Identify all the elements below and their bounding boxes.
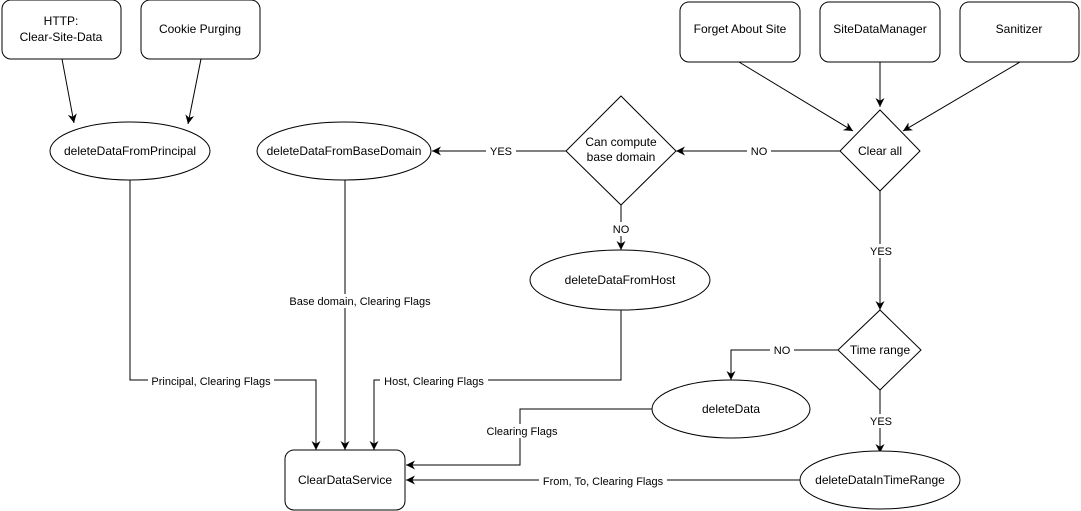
node-label: deleteDataFromPrincipal [64, 144, 196, 158]
label-base-domain-flags: Base domain, Clearing Flags [289, 296, 431, 308]
node-can-compute-base-domain: Can compute base domain [565, 95, 677, 206]
edge-cookie-to-principal [185, 58, 202, 125]
label-clearing-flags: Clearing Flags [487, 426, 558, 438]
node-label: HTTP: [44, 14, 79, 28]
edge-forget-to-clear-all [738, 61, 854, 132]
label-can-compute-no: NO [613, 224, 630, 236]
node-label: SiteDataManager [833, 22, 926, 36]
node-label: base domain [587, 150, 656, 164]
edge-time-range-no [726, 349, 838, 380]
label-from-to-flags: From, To, Clearing Flags [543, 476, 664, 488]
node-clear-data-service: ClearDataService [284, 449, 406, 511]
node-http-clear-site-data: HTTP: Clear-Site-Data [1, 0, 122, 60]
edge-http-to-principal [61, 58, 77, 124]
node-label: deleteData [702, 402, 760, 416]
node-label: Can compute [585, 135, 657, 149]
label-clear-all-yes: YES [870, 246, 892, 258]
node-delete-data: deleteData [651, 379, 811, 439]
label-clear-all-no: NO [751, 146, 768, 158]
node-label: Forget About Site [694, 22, 787, 36]
edge-labels: YES NO NO YES NO YES Base domain, Cleari… [148, 144, 896, 488]
node-label: ClearDataService [298, 473, 392, 487]
node-delete-data-in-time-range: deleteDataInTimeRange [799, 450, 961, 510]
label-principal-flags: Principal, Clearing Flags [151, 376, 271, 388]
edge-principal-to-service [129, 180, 321, 450]
node-delete-data-from-base-domain: deleteDataFromBaseDomain [256, 121, 432, 181]
node-time-range: Time range [837, 309, 922, 391]
node-label: deleteDataFromBaseDomain [267, 144, 422, 158]
node-label: Clear all [858, 144, 902, 158]
edge-sanitizer-to-clear-all [902, 61, 1021, 132]
label-time-range-yes: YES [870, 416, 892, 428]
label-can-compute-yes: YES [490, 146, 512, 158]
node-forget-about-site: Forget About Site [679, 1, 801, 63]
node-label: Cookie Purging [159, 22, 241, 36]
node-site-data-manager: SiteDataManager [819, 1, 941, 63]
node-delete-data-from-host: deleteDataFromHost [529, 249, 711, 311]
node-label: deleteDataFromHost [565, 273, 676, 287]
node-delete-data-from-principal: deleteDataFromPrincipal [49, 121, 211, 181]
node-label: Sanitizer [996, 22, 1043, 36]
node-label: Time range [850, 343, 911, 357]
label-time-range-no: NO [774, 345, 791, 357]
node-cookie-purging: Cookie Purging [140, 0, 261, 60]
node-clear-all: Clear all [839, 109, 921, 192]
label-host-flags: Host, Clearing Flags [384, 376, 484, 388]
node-label: deleteDataInTimeRange [815, 473, 945, 487]
edge-host-to-service [369, 310, 622, 450]
node-sanitizer: Sanitizer [959, 1, 1080, 63]
node-label: Clear-Site-Data [20, 30, 103, 44]
